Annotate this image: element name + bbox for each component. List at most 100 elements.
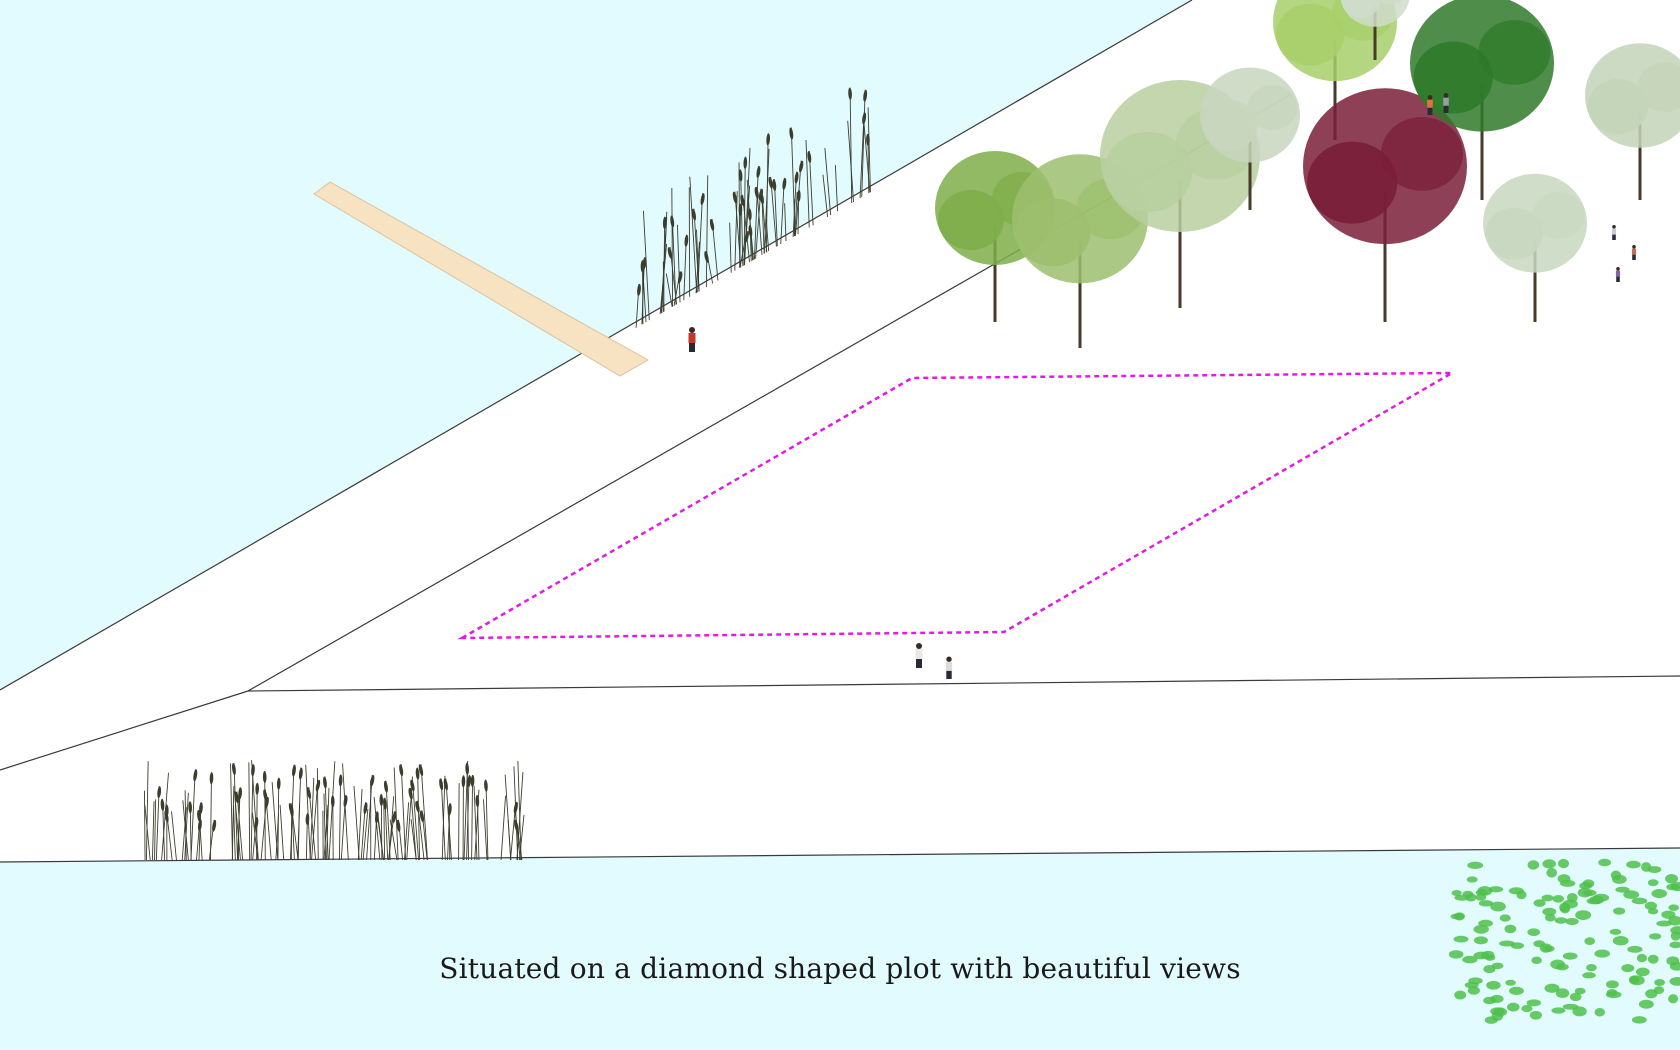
lily-pad <box>1656 920 1672 927</box>
tree-icon <box>1532 192 1585 239</box>
tree-icon <box>1015 198 1091 267</box>
lily-pad <box>1464 981 1479 989</box>
reed-stem <box>279 804 285 861</box>
lily-pad <box>1542 907 1557 916</box>
reed-head <box>254 817 259 830</box>
reed-head <box>289 805 294 817</box>
lily-pad <box>1499 914 1511 922</box>
reed-stem <box>233 805 236 861</box>
lily-pad <box>1451 889 1462 897</box>
lily-pad <box>1598 858 1612 867</box>
lily-pad <box>1609 928 1622 935</box>
lily-pad <box>1448 950 1464 959</box>
lily-pad <box>1584 937 1596 946</box>
reed-stem <box>210 772 212 861</box>
reed-stem <box>795 160 802 236</box>
lily-pad <box>1554 917 1568 924</box>
lily-pad <box>1484 1016 1498 1024</box>
reed-head <box>794 171 799 184</box>
lily-pad <box>1594 1008 1606 1017</box>
reed-stem <box>410 787 417 861</box>
reed-stem <box>663 216 666 312</box>
lily-pad <box>1670 881 1680 892</box>
reed-stem <box>643 210 650 321</box>
reed-head <box>766 133 771 146</box>
reed-stem <box>705 175 709 288</box>
lily-pad-cluster <box>1448 858 1680 1024</box>
reed-head <box>640 260 645 273</box>
person-figure <box>689 327 695 333</box>
reed-head <box>410 779 415 792</box>
reed-stem <box>689 176 698 293</box>
reed-head <box>415 767 420 780</box>
reed-stem <box>383 804 386 861</box>
lily-pad <box>1526 999 1541 1007</box>
reed-stem <box>500 795 507 861</box>
caption-text: Situated on a diamond shaped plot with b… <box>439 952 1241 985</box>
reed-stem <box>190 769 196 861</box>
lily-pad <box>1467 861 1484 869</box>
lily-pad <box>1565 918 1579 926</box>
lily-pad <box>1649 933 1662 940</box>
ground-land <box>0 0 1680 862</box>
reed-head <box>160 798 165 811</box>
lily-pad <box>1605 980 1619 989</box>
reed-head <box>667 247 673 259</box>
tree-icon <box>1379 0 1403 4</box>
lily-pad <box>1631 897 1648 905</box>
reed-head <box>662 216 667 229</box>
person-figure <box>946 670 952 679</box>
reed-head <box>379 794 384 807</box>
reed-head <box>461 775 466 788</box>
reed-head <box>782 177 787 190</box>
reed-stem <box>311 779 319 861</box>
reed-stem <box>743 185 751 266</box>
reed-stem <box>765 133 769 253</box>
reed-grass-upper <box>635 87 871 328</box>
reed-head <box>637 283 641 296</box>
lily-pad <box>1557 874 1571 884</box>
reed-head <box>343 795 348 808</box>
tree-icon <box>1276 3 1345 66</box>
person-figure <box>1616 276 1620 282</box>
reed-stem <box>323 793 327 861</box>
lily-pad <box>1668 904 1680 912</box>
reed-head <box>758 188 764 201</box>
lily-pad <box>1586 897 1602 905</box>
lily-pad <box>1647 954 1659 964</box>
lily-pad <box>1621 964 1635 973</box>
reed-head <box>738 169 743 182</box>
lily-pad <box>1454 990 1467 1000</box>
reed-stem <box>373 796 381 861</box>
person-figure <box>1615 270 1621 277</box>
person-figure <box>1612 225 1616 229</box>
person-figure <box>946 656 952 662</box>
lily-pad <box>1653 986 1665 995</box>
reed-head <box>419 810 425 823</box>
reed-stem <box>406 776 413 861</box>
tree-icon <box>1587 79 1649 134</box>
reed-stem <box>357 789 363 861</box>
reed-head <box>370 774 375 787</box>
lily-pad <box>1615 886 1630 893</box>
reed-stem <box>693 208 700 292</box>
person-figure <box>1443 105 1449 113</box>
lily-pad <box>1467 986 1480 995</box>
reed-stem <box>862 116 871 193</box>
reed-stem <box>518 814 525 861</box>
lily-pad <box>1569 992 1582 1002</box>
reed-stem <box>805 140 810 228</box>
lily-pad <box>1510 942 1525 949</box>
reed-stem <box>671 187 674 307</box>
lily-pad <box>1541 894 1554 902</box>
reed-head <box>732 191 738 204</box>
lily-pad <box>1638 999 1654 1009</box>
lily-pad <box>1572 1006 1587 1017</box>
lily-pad <box>1473 924 1489 934</box>
reed-head <box>799 160 804 173</box>
lily-pad <box>1544 913 1556 922</box>
reed-stem <box>184 790 187 861</box>
lily-pad <box>1521 1004 1533 1013</box>
reed-head <box>704 251 709 263</box>
